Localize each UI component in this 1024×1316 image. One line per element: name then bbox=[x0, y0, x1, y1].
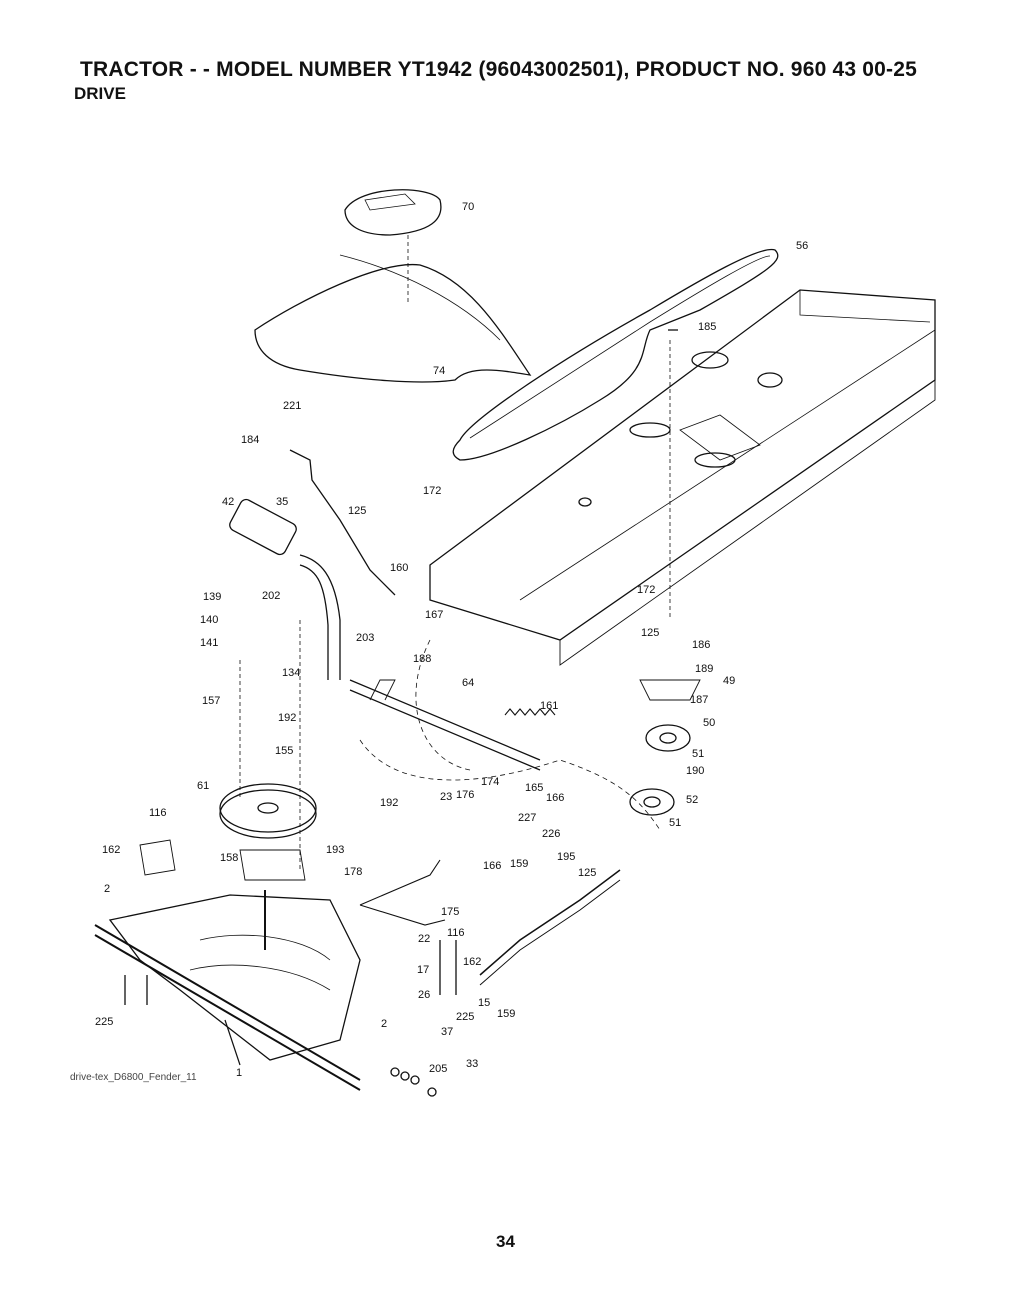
callout-37: 37 bbox=[441, 1026, 454, 1038]
callout-205: 205 bbox=[429, 1063, 448, 1075]
callout-188: 188 bbox=[413, 653, 432, 665]
page-number: 34 bbox=[496, 1232, 515, 1251]
callout-42: 42 bbox=[222, 496, 235, 508]
callout-172b: 172 bbox=[637, 584, 656, 596]
callout-116b: 116 bbox=[447, 927, 465, 939]
spring bbox=[504, 708, 556, 716]
callout-190: 190 bbox=[686, 765, 705, 777]
diagram-file-tag: drive-tex_D6800_Fender_11 bbox=[70, 1072, 197, 1083]
callout-157: 157 bbox=[202, 695, 221, 707]
callout-158: 158 bbox=[220, 852, 239, 864]
callout-50: 50 bbox=[703, 717, 716, 729]
callout-166: 166 bbox=[546, 792, 565, 804]
callout-56: 56 bbox=[796, 240, 809, 252]
callout-202: 202 bbox=[262, 590, 281, 602]
callout-174: 174 bbox=[481, 776, 500, 788]
callout-26: 26 bbox=[418, 989, 431, 1001]
callout-186: 186 bbox=[692, 639, 711, 651]
brake-pedal-pad bbox=[229, 498, 297, 556]
callout-193: 193 bbox=[326, 844, 345, 856]
transmission-pulley bbox=[219, 783, 317, 833]
callout-203: 203 bbox=[356, 632, 375, 644]
callout-125: 125 bbox=[348, 505, 367, 517]
callout-225: 225 bbox=[456, 1011, 475, 1023]
callout-52: 52 bbox=[686, 794, 699, 806]
callout-125c: 125 bbox=[578, 867, 597, 879]
idler-pulley-upper bbox=[645, 724, 691, 752]
callout-155: 155 bbox=[275, 745, 294, 757]
callout-187: 187 bbox=[690, 694, 709, 706]
callout-74: 74 bbox=[433, 365, 446, 377]
page-title: TRACTOR - - MODEL NUMBER YT1942 (9604300… bbox=[80, 58, 917, 81]
console-cover bbox=[344, 189, 442, 236]
callout-33: 33 bbox=[466, 1058, 479, 1070]
callout-17: 17 bbox=[417, 964, 430, 976]
callout-2: 2 bbox=[104, 883, 111, 895]
callout-175: 175 bbox=[441, 906, 460, 918]
callout-161: 161 bbox=[540, 700, 559, 712]
section-title: DRIVE bbox=[74, 84, 126, 103]
callout-162: 162 bbox=[102, 844, 121, 856]
callout-167: 167 bbox=[425, 609, 444, 621]
callout-22: 22 bbox=[418, 933, 431, 945]
callout-225b: 225 bbox=[95, 1016, 114, 1028]
callout-140: 140 bbox=[200, 614, 219, 626]
idler-pulley-lower bbox=[629, 788, 675, 816]
callout-192: 192 bbox=[278, 712, 297, 724]
callout-159: 159 bbox=[510, 858, 529, 870]
callout-165: 165 bbox=[525, 782, 544, 794]
callout-23: 23 bbox=[440, 791, 453, 803]
callout-166b: 166 bbox=[483, 860, 502, 872]
callout-195: 195 bbox=[557, 851, 576, 863]
callout-116: 116 bbox=[149, 807, 167, 819]
callout-1: 1 bbox=[236, 1067, 243, 1079]
callout-160: 160 bbox=[390, 562, 409, 574]
callout-51b: 51 bbox=[669, 817, 682, 829]
callout-172: 172 bbox=[423, 485, 442, 497]
callout-2b: 2 bbox=[381, 1018, 388, 1030]
callout-134: 134 bbox=[282, 667, 301, 679]
callout-176: 176 bbox=[456, 789, 475, 801]
frame-rail bbox=[429, 289, 936, 641]
callout-61: 61 bbox=[197, 780, 210, 792]
callout-51: 51 bbox=[692, 748, 705, 760]
callout-49: 49 bbox=[723, 675, 736, 687]
callout-192b: 192 bbox=[380, 797, 399, 809]
callout-139: 139 bbox=[203, 591, 222, 603]
callout-35: 35 bbox=[276, 496, 289, 508]
callout-185: 185 bbox=[698, 321, 717, 333]
callout-162b: 162 bbox=[463, 956, 482, 968]
callout-15: 15 bbox=[478, 997, 491, 1009]
fender bbox=[254, 263, 532, 383]
callout-226: 226 bbox=[542, 828, 561, 840]
callout-178: 178 bbox=[344, 866, 363, 878]
callout-70: 70 bbox=[462, 201, 475, 213]
callout-125b: 125 bbox=[641, 627, 660, 639]
pedal-rod bbox=[289, 449, 396, 596]
callout-221: 221 bbox=[283, 400, 302, 412]
drive-belt bbox=[452, 248, 779, 461]
callout-184: 184 bbox=[241, 434, 260, 446]
callout-64: 64 bbox=[462, 677, 475, 689]
callout-189: 189 bbox=[695, 663, 714, 675]
callout-159b: 159 bbox=[497, 1008, 516, 1020]
callout-227: 227 bbox=[518, 812, 537, 824]
callout-141: 141 bbox=[200, 637, 219, 649]
